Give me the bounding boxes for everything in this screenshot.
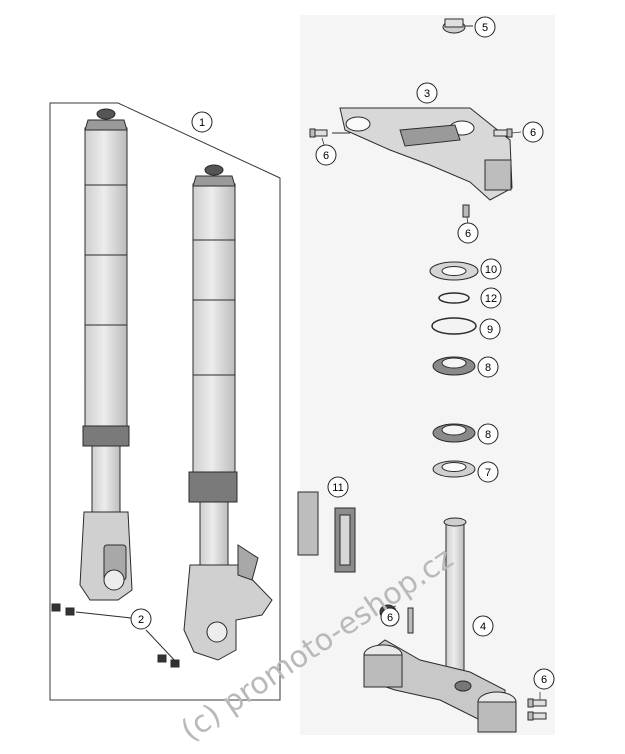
callout-8-upper: 8 [477,356,499,378]
svg-text:11: 11 [332,482,343,494]
lower-clamp-bolts [527,698,547,721]
clamp-bolts [309,128,513,218]
svg-text:3: 3 [424,88,430,100]
callout-6-left: 6 [315,144,337,166]
svg-text:6: 6 [465,228,471,240]
svg-text:7: 7 [485,467,491,479]
dust-seal [429,261,479,281]
svg-text:6: 6 [541,674,547,686]
callout-6-stem: 6 [380,607,400,627]
svg-text:4: 4 [480,621,486,633]
axle-clamp-screws [51,603,180,668]
callout-3: 3 [416,82,438,104]
svg-text:6: 6 [530,127,536,139]
callout-7: 7 [477,461,499,483]
steering-bearing-lower [432,423,476,443]
upper-triple-clamp [339,107,513,201]
lower-triple-clamp [363,517,517,733]
callout-4: 4 [472,615,494,637]
callout-11: 11 [327,476,349,498]
callout-5: 5 [474,16,496,38]
svg-text:1: 1 [199,117,205,129]
callout-6-bottom: 6 [533,668,555,690]
svg-text:10: 10 [485,264,497,276]
callout-6-center: 6 [457,222,479,244]
svg-text:9: 9 [487,324,493,336]
lower-seal [432,460,476,478]
callout-12: 12 [480,287,502,309]
svg-text:6: 6 [387,612,393,624]
fork-leg-right [183,164,273,661]
steering-bearing-upper [432,356,476,376]
fork-leg-left [79,108,133,601]
svg-text:12: 12 [485,293,497,305]
callout-6-right: 6 [522,121,544,143]
o-ring [438,292,470,304]
fork-protectors [297,491,356,573]
svg-text:8: 8 [485,362,491,374]
callout-8-lower: 8 [477,423,499,445]
callout-9: 9 [479,318,501,340]
steering-head-cap [442,18,473,34]
callout-10: 10 [480,258,502,280]
seal-ring [431,317,477,335]
fork-assembly-frame [49,102,281,701]
svg-text:6: 6 [323,150,329,162]
callout-2: 2 [130,608,152,630]
svg-text:8: 8 [485,429,491,441]
svg-text:2: 2 [138,614,144,626]
callout-1: 1 [191,111,213,133]
svg-text:5: 5 [482,22,488,34]
